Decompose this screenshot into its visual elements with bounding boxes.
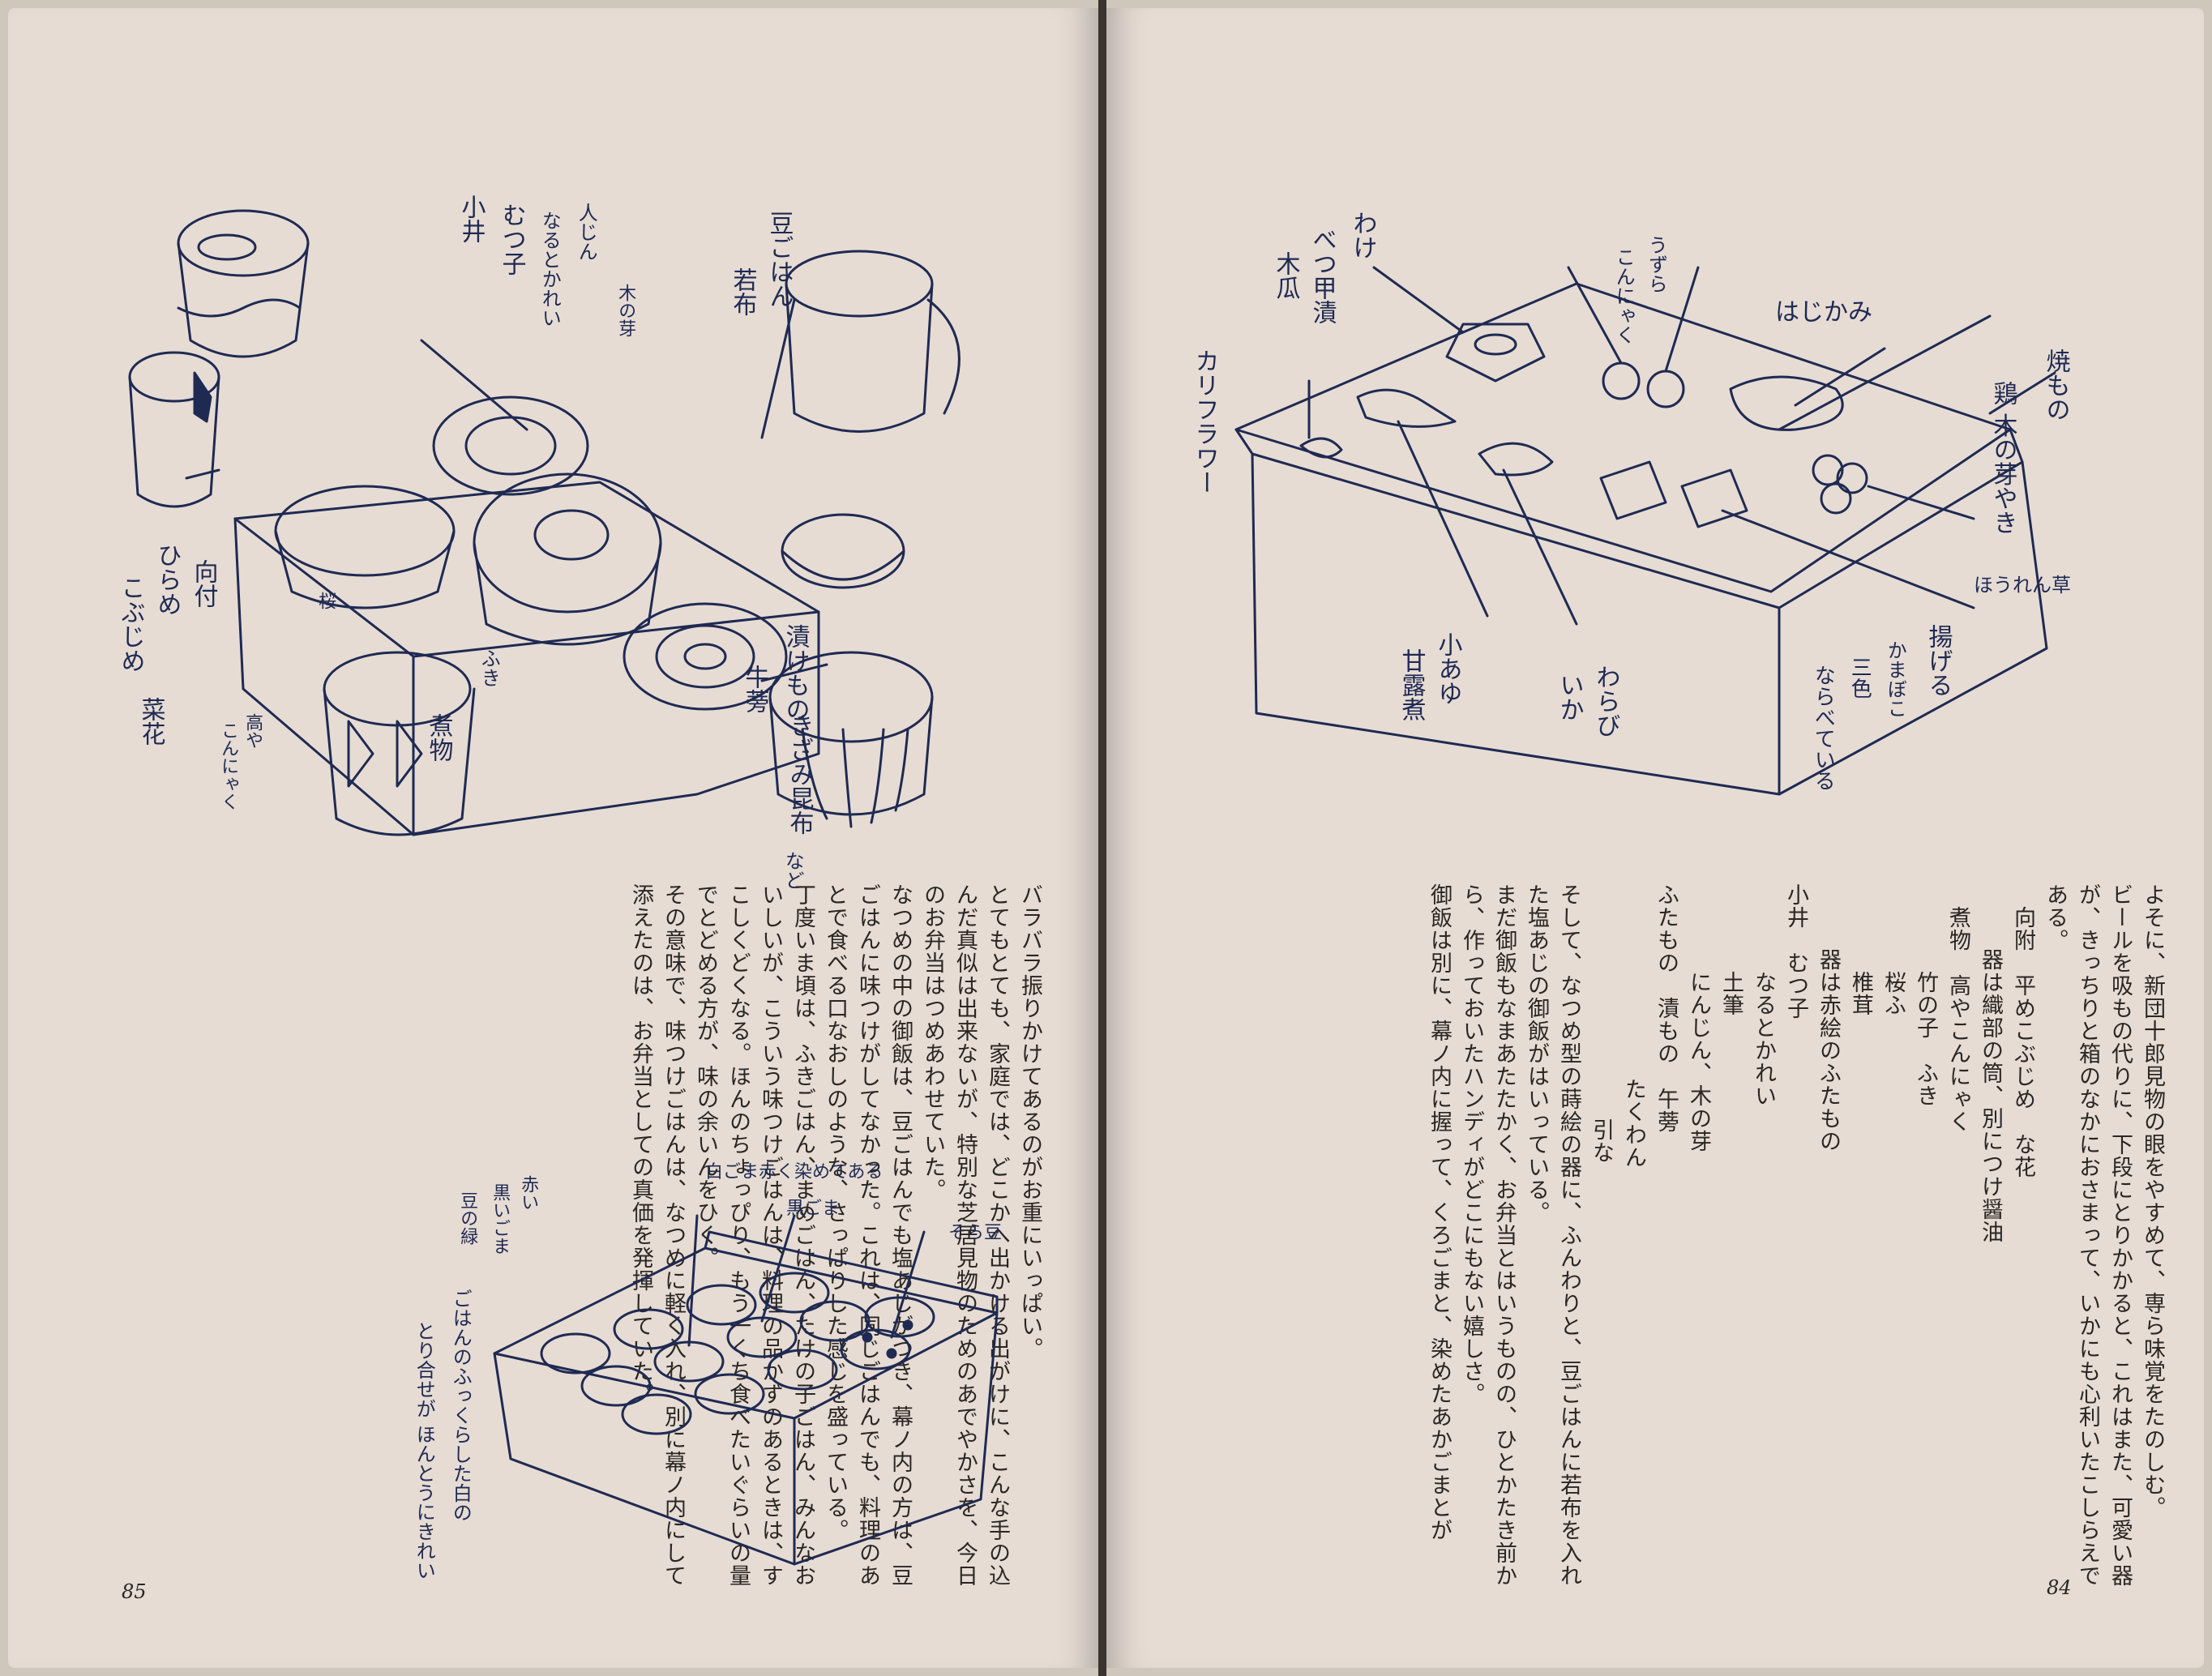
left-page-prose: バラバラ振りかけてあるのがお重にいっぱい。 とてもとても、家庭では、どこかへ出か… bbox=[113, 883, 1046, 1597]
right-page-prose: よそに、新団十郎見物の眼をやすめて、専ら味覚をたのしむ。 ビールを吸もの代りに、… bbox=[1171, 883, 2168, 1597]
label-tori: 鶏 木の芽やき bbox=[1988, 381, 2017, 535]
label-akai: 赤い bbox=[518, 1175, 539, 1211]
label-toriawase: とり合せが ほんとうにきれい bbox=[413, 1321, 436, 1580]
label-kinome: 木の芽 bbox=[615, 284, 636, 337]
menu-item: なるとかれい bbox=[1751, 971, 1776, 1107]
label-mame-no-midori: 豆の緑 bbox=[457, 1191, 478, 1245]
right-page: わけ べつ甲漬 木瓜 カリフラワー うずら こんにゃく はじかみ 焼もの 鶏 木… bbox=[1106, 8, 2204, 1668]
label-yakimono: 焼もの bbox=[2041, 348, 2070, 421]
label-gohan: ごはんのふっくらした白の bbox=[449, 1289, 473, 1522]
menu-item: 器は赤絵のふたもの bbox=[1816, 948, 1841, 1152]
label-ayu: 甘露煮 bbox=[1397, 648, 1426, 721]
label-sakura: 桜 bbox=[315, 592, 336, 609]
label-nanohana: 菜花 bbox=[136, 697, 165, 746]
label-konbujime: こぶじめ bbox=[116, 575, 145, 673]
menu-item: 竹の子 ふき bbox=[1913, 971, 1938, 1107]
book-spine bbox=[1098, 0, 1106, 1676]
label-gobou: 牛蒡 bbox=[740, 665, 769, 713]
paragraph: バラバラ振りかけてあるのがお重にいっぱい。 bbox=[1017, 883, 1042, 1360]
label-konnyaku: こんにゃく bbox=[218, 721, 239, 810]
menu-item: 土筆 bbox=[1718, 971, 1744, 1016]
menu-item: 引な bbox=[1589, 1118, 1614, 1164]
paragraph: そして、なつめ型の蒔絵の器に、ふんわりと、豆ごはんに若布を入れた塩あじの御飯がは… bbox=[1524, 883, 1581, 1587]
label-ageru: 揚げる bbox=[1923, 624, 1953, 697]
label-kurogoma: 黒ごま bbox=[786, 1199, 841, 1219]
page-number: 85 bbox=[122, 1580, 147, 1603]
label-fuki: ふき bbox=[477, 648, 501, 687]
menu-item: 器は織部の筒、別につけ醤油 bbox=[1978, 948, 2003, 1243]
rice-box-illustration bbox=[493, 1214, 999, 1566]
menu-item: 椎茸 bbox=[1848, 971, 1873, 1016]
label-uzura: うずら bbox=[1645, 235, 1668, 293]
label-mutsuko: むつ子 bbox=[497, 203, 526, 276]
label-hourensou: ほうれん草 bbox=[1974, 574, 2071, 596]
label-nado: など bbox=[781, 851, 805, 890]
label-nimono: 煮物 bbox=[424, 713, 453, 762]
label-kuroigoma: 黒いごま bbox=[490, 1183, 511, 1255]
paragraph: よそに、新団十郎見物の眼をやすめて、専ら味覚をたのしむ。 bbox=[2140, 883, 2165, 1519]
label-mukouzuke: 向付 bbox=[189, 559, 218, 608]
label-koayu: 小あゆ bbox=[1433, 632, 1462, 705]
label-kamaboko: かまぼこ bbox=[1884, 640, 1907, 718]
label-karifurawa: カリフラワー bbox=[1190, 348, 1219, 494]
label-tsukemono: 漬けもの bbox=[781, 624, 810, 721]
label-ika: いか bbox=[1555, 673, 1584, 721]
paragraph: その意味で、味つけごはんは、なつめに軽く入れ、別に幕ノ内にして添えたのは、お弁当… bbox=[628, 883, 686, 1587]
paragraph: 丁度いま頃は、ふきごはん、まめごはん、たけの子ごはん、みんなおいしいが、こういう… bbox=[693, 883, 815, 1587]
label-nuruto: なるとかれい bbox=[538, 211, 562, 327]
menu-item: 向附 平めこぶじめ な花 bbox=[2010, 906, 2035, 1178]
label-takako: 高や bbox=[242, 713, 263, 749]
label-sansai: 三色 bbox=[1847, 656, 1872, 699]
label-konnyaku: こんにゃく bbox=[1612, 247, 1636, 344]
menu-item: 小井 むつ子 bbox=[1783, 883, 1808, 1020]
label-betsu: べつ甲漬 bbox=[1307, 227, 1337, 324]
label-narae: ならべている bbox=[1811, 665, 1836, 791]
label-sora: そら豆 bbox=[948, 1223, 1003, 1243]
lunchbox-upper-tier-illustration bbox=[1234, 266, 2056, 796]
label-kizami: きざみ昆布 bbox=[785, 713, 814, 835]
page-number: 84 bbox=[2047, 1576, 2072, 1599]
menu-item: 桜ふ bbox=[1880, 971, 1906, 1016]
left-page: 小井 むつ子 なるとかれい 人じん 木の芽 豆ごはん 若布 向付 ひらめ こぶじ… bbox=[8, 8, 1098, 1668]
label-mame: 豆ごはん bbox=[764, 211, 794, 308]
label-mokka: 木瓜 bbox=[1271, 251, 1300, 300]
label-hirame: ひらめ bbox=[152, 543, 182, 616]
label-hajikami: はじかみ bbox=[1775, 298, 1872, 327]
label-shirogoma: 白ごま赤く染めてある bbox=[705, 1162, 884, 1182]
menu-item: にんじん、木の芽 bbox=[1686, 971, 1711, 1152]
menu-item: 煮物 高やこんにゃく bbox=[1945, 906, 1970, 1133]
label-warabi: わらび bbox=[1591, 665, 1620, 738]
label-ninjin: 人じん bbox=[575, 203, 598, 261]
menu-item: ふたもの 漬もの 午蒡 bbox=[1654, 883, 1679, 1133]
paragraph: ビールを吸もの代りに、下段にとりかかると、これはまた、可愛い器が、きっちりと箱の… bbox=[2043, 883, 2133, 1587]
lunchbox-lower-tier-illustration bbox=[128, 209, 961, 836]
label-kosara: 小井 bbox=[456, 195, 486, 243]
paragraph: なつめの中の御飯は、豆ごはんでも塩あじがつき、幕ノ内の方は、豆ごはんに味つけがし… bbox=[823, 883, 913, 1587]
label-wakame: 若布 bbox=[728, 267, 757, 316]
menu-item: たくわん bbox=[1621, 1078, 1646, 1169]
paragraph: まだ御飯もなまあたたかく、お弁当とはいうものの、ひとかたき前から、作っておいたハ… bbox=[1459, 883, 1517, 1587]
paragraph: 御飯は別に、幕ノ内に握って、くろごまと、染めたあかごまとが bbox=[1427, 883, 1452, 1541]
label-kaifu: わけ bbox=[1348, 211, 1377, 259]
paragraph: とてもとても、家庭では、どこかへ出かける出がけに、こんな手の込んだ真似は出来ない… bbox=[920, 883, 1010, 1587]
